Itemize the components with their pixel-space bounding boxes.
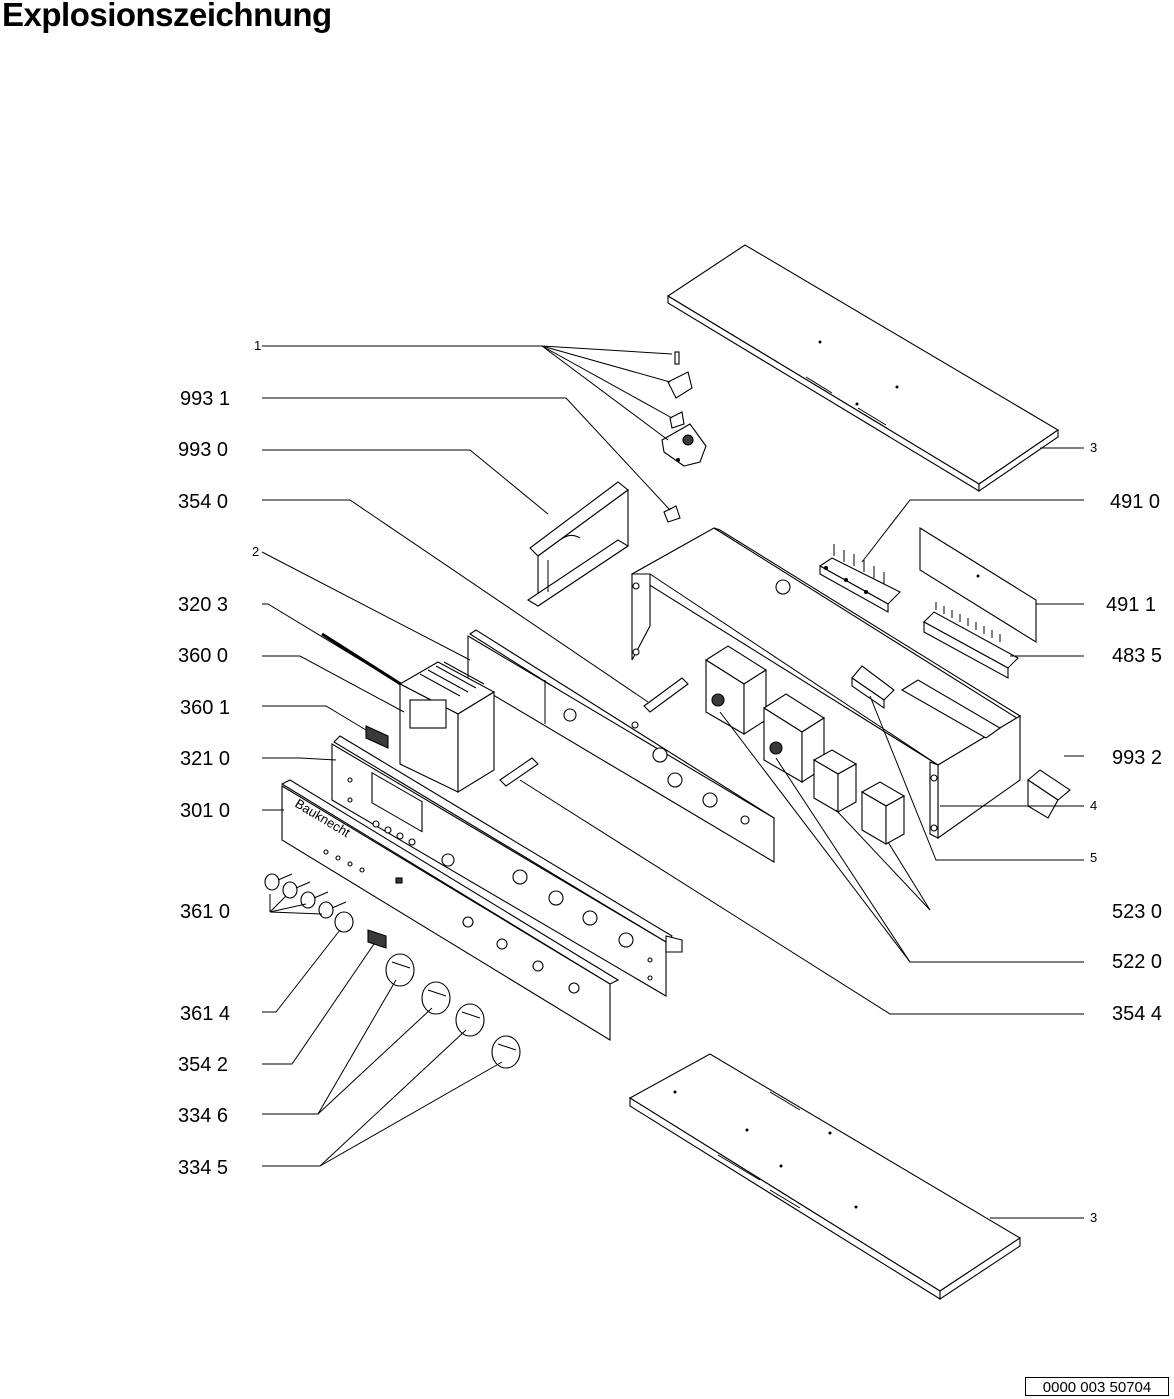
knob-334-5-b	[491, 1035, 521, 1069]
knob-334-6-a	[385, 953, 415, 987]
switch-522-0-a	[704, 645, 768, 736]
control-frame	[467, 629, 776, 863]
label-993-0: 993 0	[178, 439, 228, 461]
label-334-5: 334 5	[178, 1157, 228, 1179]
part-360-1	[365, 725, 389, 749]
label-361-4: 361 4	[180, 1003, 230, 1025]
push-buttons-361-0	[264, 873, 347, 919]
terminal-strip-483-5	[923, 602, 1019, 679]
part-354-2	[367, 929, 387, 949]
label-321-0: 321 0	[180, 748, 230, 770]
top-cover-plate	[666, 244, 1060, 493]
label-523-0: 523 0	[1112, 901, 1162, 923]
front-panel-301-0: Bauknecht	[280, 779, 634, 1041]
switch-523-0-a	[812, 749, 858, 813]
knob-334-6-b	[421, 981, 451, 1015]
label-334-6: 334 6	[178, 1105, 228, 1127]
label-491-1: 491 1	[1106, 594, 1156, 616]
clock-unit-360-0	[398, 661, 496, 793]
label-3-top: 3	[1090, 440, 1097, 455]
bottom-cover-plate	[628, 1053, 1022, 1301]
terminal-block-491-0	[818, 544, 901, 613]
label-491-0: 491 0	[1110, 491, 1160, 513]
bracket-5	[851, 665, 895, 710]
leader-lines	[261, 345, 1084, 1219]
label-993-1: 993 1	[180, 388, 230, 410]
knob-334-5-a	[455, 1003, 485, 1037]
cover-plate-491-1	[919, 527, 1037, 643]
rod-354-4	[499, 757, 539, 787]
page-title: Explosionszeichnung	[2, 0, 332, 33]
cap-361-4	[334, 911, 354, 933]
bracket-993-2	[1027, 769, 1071, 819]
document-number: 0000 003 50704	[1025, 1377, 1169, 1396]
bracket-993-0	[526, 481, 630, 608]
latch-assembly	[661, 351, 707, 523]
label-301-0: 301 0	[180, 800, 230, 822]
label-4: 4	[1090, 798, 1097, 813]
switch-523-0-b	[860, 781, 906, 845]
label-360-0: 360 0	[178, 645, 228, 667]
label-3-bottom: 3	[1090, 1210, 1097, 1225]
rear-housing	[630, 527, 1022, 840]
part-labels: 1 993 1 993 0 354 0 2 320 3 360 0 360 1 …	[178, 338, 1162, 1225]
label-354-0: 354 0	[178, 491, 228, 513]
label-483-5: 483 5	[1112, 645, 1162, 667]
label-320-3: 320 3	[178, 594, 228, 616]
label-361-0: 361 0	[180, 901, 230, 923]
label-993-2: 993 2	[1112, 747, 1162, 769]
label-5: 5	[1090, 850, 1097, 865]
rod-354-0	[643, 677, 689, 713]
label-522-0: 522 0	[1112, 951, 1162, 973]
label-360-1: 360 1	[180, 697, 230, 719]
label-354-4: 354 4	[1112, 1003, 1162, 1025]
label-354-2: 354 2	[178, 1054, 228, 1076]
label-2: 2	[252, 544, 259, 559]
label-1: 1	[254, 338, 261, 353]
fascia-321-0	[331, 735, 683, 997]
